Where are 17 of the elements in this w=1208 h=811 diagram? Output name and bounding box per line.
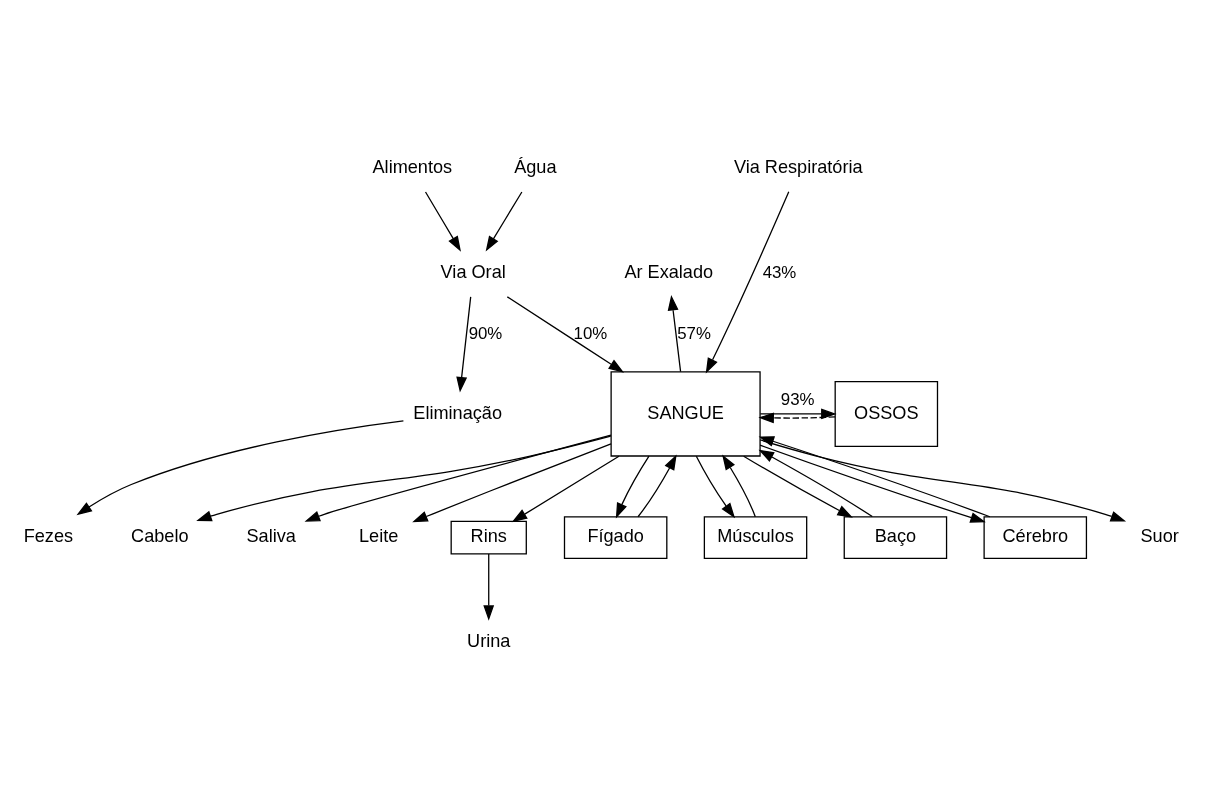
- edge-label: 43%: [762, 262, 797, 282]
- edge-label: 93%: [780, 390, 815, 410]
- node-text: Eliminação: [413, 402, 502, 423]
- node-text: Via Oral: [440, 262, 506, 283]
- node-text: Ar Exalado: [624, 262, 714, 283]
- node-text: Alimentos: [372, 157, 453, 178]
- node-text: Saliva: [246, 526, 296, 547]
- node-text: Urina: [467, 631, 511, 652]
- edge-label: 10%: [573, 323, 608, 343]
- node-text: Fezes: [23, 526, 74, 547]
- edge-label: 57%: [677, 323, 711, 343]
- node-text: Água: [514, 157, 557, 178]
- node-text: Suor: [1140, 526, 1179, 547]
- node-text: Via Respiratória: [733, 157, 863, 178]
- node-text: Leite: [358, 526, 399, 547]
- edge-label: 90%: [468, 323, 503, 343]
- node-text: Cabelo: [131, 526, 189, 547]
